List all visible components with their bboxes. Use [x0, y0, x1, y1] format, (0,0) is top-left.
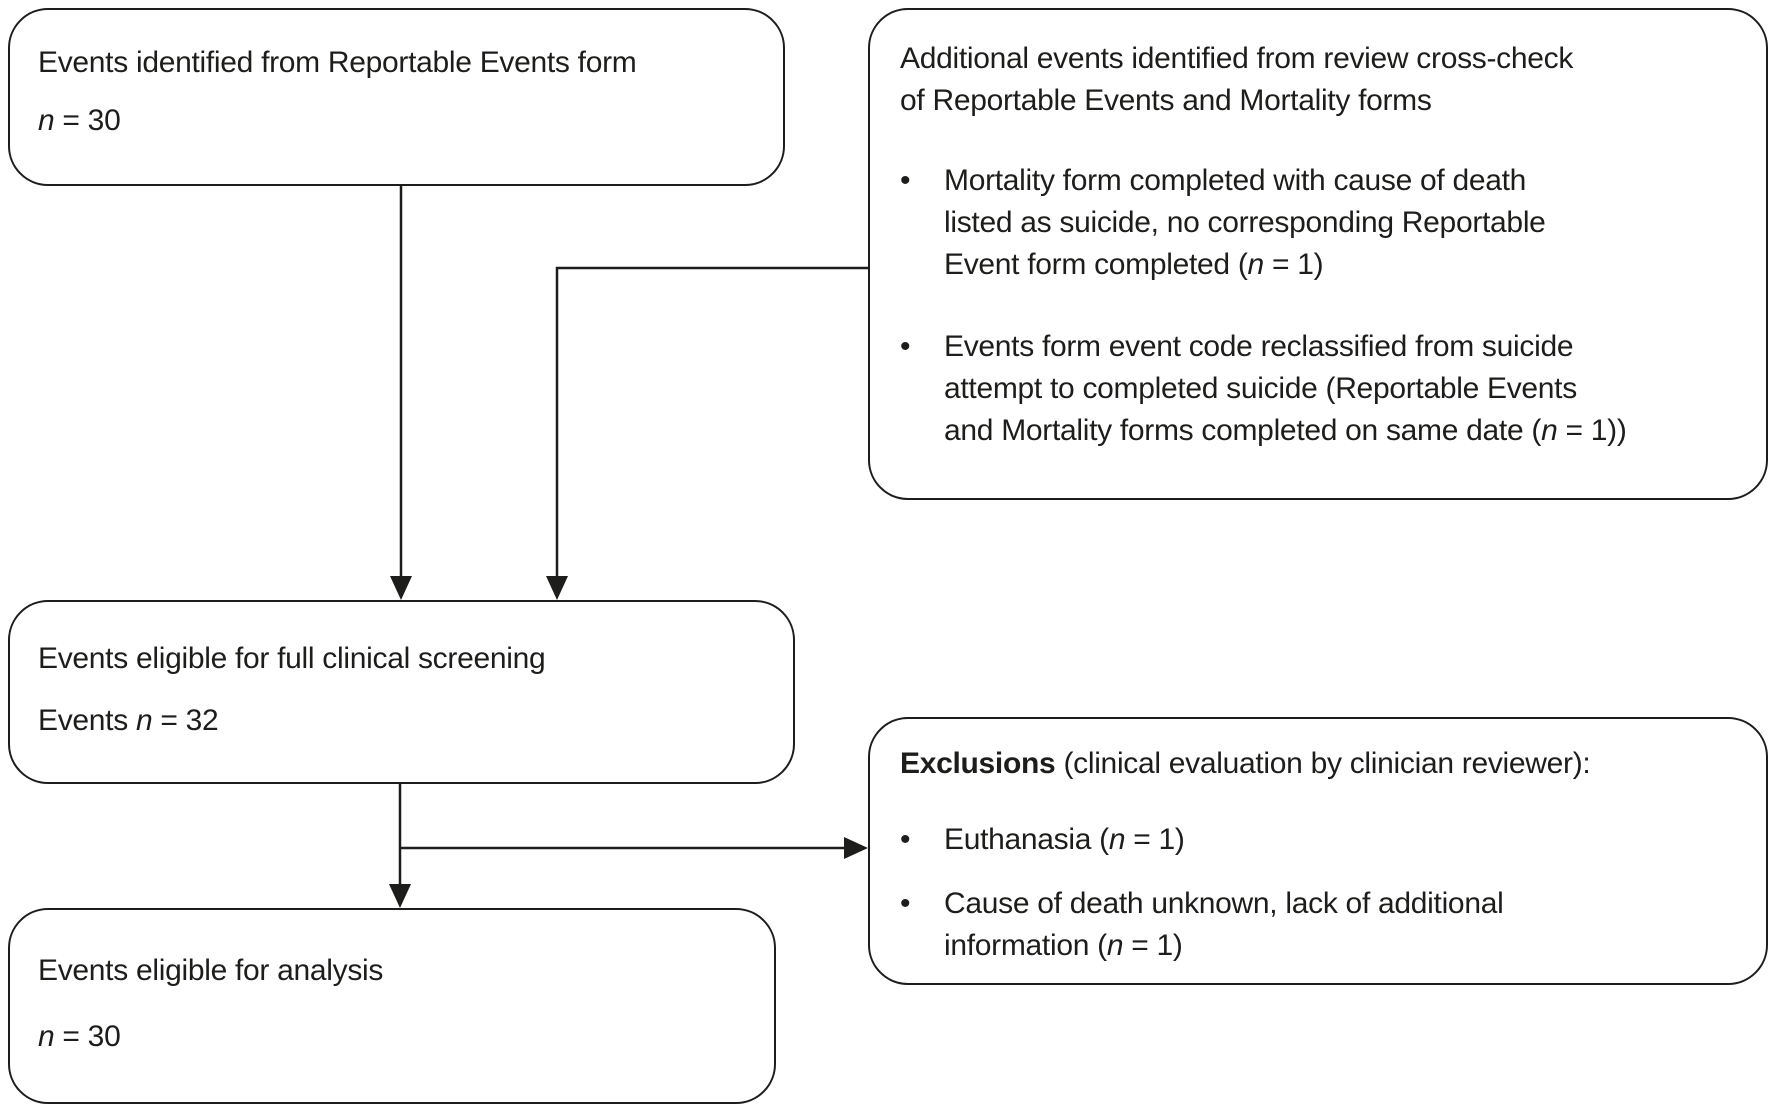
- bullet-text-line: Cause of death unknown, lack of addition…: [944, 883, 1504, 925]
- arrowhead-icon: [389, 884, 411, 908]
- text-segment: Events identified from Reportable Events…: [38, 46, 637, 79]
- text-segment: listed as suicide, no corresponding Repo…: [944, 206, 1546, 239]
- bullet-text-line: listed as suicide, no corresponding Repo…: [944, 202, 1546, 244]
- arrow-additional-to-screening: [546, 266, 868, 600]
- bullet-text-line: Event form completed (n = 1): [944, 244, 1546, 286]
- text-segment: = 30: [54, 1020, 121, 1053]
- arrowhead-icon: [844, 837, 868, 859]
- text-segment: of Reportable Events and Mortality forms: [900, 84, 1432, 117]
- text-segment: n: [1108, 823, 1126, 856]
- box-count: n = 30: [38, 100, 755, 142]
- arrow-screening-to-analysis: [389, 784, 411, 908]
- events-screening-box: Events eligible for full clinical screen…: [8, 600, 795, 784]
- text-segment: Mortality form completed with cause of d…: [944, 164, 1527, 197]
- box-title-line-2: of Reportable Events and Mortality forms: [900, 80, 1736, 122]
- text-segment: Exclusions: [900, 747, 1056, 780]
- text-segment: = 30: [54, 104, 121, 137]
- text-segment: = 1): [1125, 823, 1185, 856]
- bullet-item: • Events form event code reclassified fr…: [900, 326, 1736, 452]
- text-segment: = 1): [1263, 248, 1324, 281]
- bullet-text: Euthanasia (n = 1): [944, 819, 1185, 861]
- bullet-text-line: Events form event code reclassified from…: [944, 326, 1627, 368]
- bullet-text-line: information (n = 1): [944, 925, 1503, 967]
- box-title: Events identified from Reportable Events…: [38, 42, 755, 84]
- text-segment: (clinical evaluation by clinician review…: [1055, 747, 1591, 780]
- box-title: Events eligible for full clinical screen…: [38, 638, 765, 680]
- text-segment: Events: [38, 704, 136, 737]
- events-analysis-box: Events eligible for analysis n = 30: [8, 908, 776, 1104]
- text-segment: Events eligible for analysis: [38, 954, 384, 987]
- text-segment: n: [135, 704, 153, 737]
- text-segment: n: [38, 1020, 55, 1053]
- bullet-item: • Euthanasia (n = 1): [900, 819, 1736, 861]
- bullet-text: Cause of death unknown, lack of addition…: [944, 883, 1504, 967]
- text-segment: attempt to completed suicide (Reportable…: [944, 372, 1577, 405]
- text-segment: = 1): [1123, 929, 1183, 962]
- bullet-item: • Mortality form completed with cause of…: [900, 160, 1736, 286]
- arrow-line: [555, 266, 868, 580]
- text-segment: Event form completed (: [944, 248, 1248, 281]
- arrowhead-icon: [546, 576, 568, 600]
- box-title-line-1: Additional events identified from review…: [900, 38, 1736, 80]
- bullet-text-line: and Mortality forms completed on same da…: [944, 410, 1627, 452]
- text-segment: Euthanasia (: [944, 823, 1109, 856]
- bullet-item: • Cause of death unknown, lack of additi…: [900, 883, 1736, 967]
- bullet-text-line: attempt to completed suicide (Reportable…: [944, 368, 1627, 410]
- bullet-text: Mortality form completed with cause of d…: [944, 160, 1546, 286]
- arrow-identified-to-screening: [390, 186, 412, 600]
- bullet-icon: •: [900, 823, 911, 856]
- text-segment: n: [1106, 929, 1124, 962]
- bullet-text-line: Euthanasia (n = 1): [944, 819, 1185, 861]
- bullet-icon: •: [900, 887, 911, 920]
- bullet-icon: •: [900, 164, 911, 197]
- text-segment: = 32: [152, 704, 219, 737]
- text-segment: Events eligible for full clinical screen…: [38, 642, 546, 675]
- text-segment: and Mortality forms completed on same da…: [944, 414, 1542, 447]
- box-title: Events eligible for analysis: [38, 950, 746, 992]
- box-count: Events n = 32: [38, 700, 765, 742]
- arrowhead-icon: [390, 576, 412, 600]
- text-segment: = 1)): [1557, 414, 1627, 447]
- text-segment: Additional events identified from review…: [900, 42, 1574, 75]
- bullet-text-line: Mortality form completed with cause of d…: [944, 160, 1546, 202]
- text-segment: Events form event code reclassified from…: [944, 330, 1574, 363]
- bullet-icon: •: [900, 330, 911, 363]
- text-segment: n: [1541, 414, 1558, 447]
- bullet-text: Events form event code reclassified from…: [944, 326, 1627, 452]
- text-segment: Cause of death unknown, lack of addition…: [944, 887, 1504, 920]
- text-segment: n: [1247, 248, 1265, 281]
- box-count: n = 30: [38, 1016, 746, 1058]
- text-segment: n: [38, 104, 55, 137]
- additional-events-box: Additional events identified from review…: [868, 8, 1768, 500]
- box-title: Exclusions (clinical evaluation by clini…: [900, 743, 1736, 785]
- events-identified-box: Events identified from Reportable Events…: [8, 8, 785, 186]
- arrow-screening-to-exclusions: [400, 837, 868, 859]
- exclusions-box: Exclusions (clinical evaluation by clini…: [868, 717, 1768, 985]
- text-segment: information (: [944, 929, 1107, 962]
